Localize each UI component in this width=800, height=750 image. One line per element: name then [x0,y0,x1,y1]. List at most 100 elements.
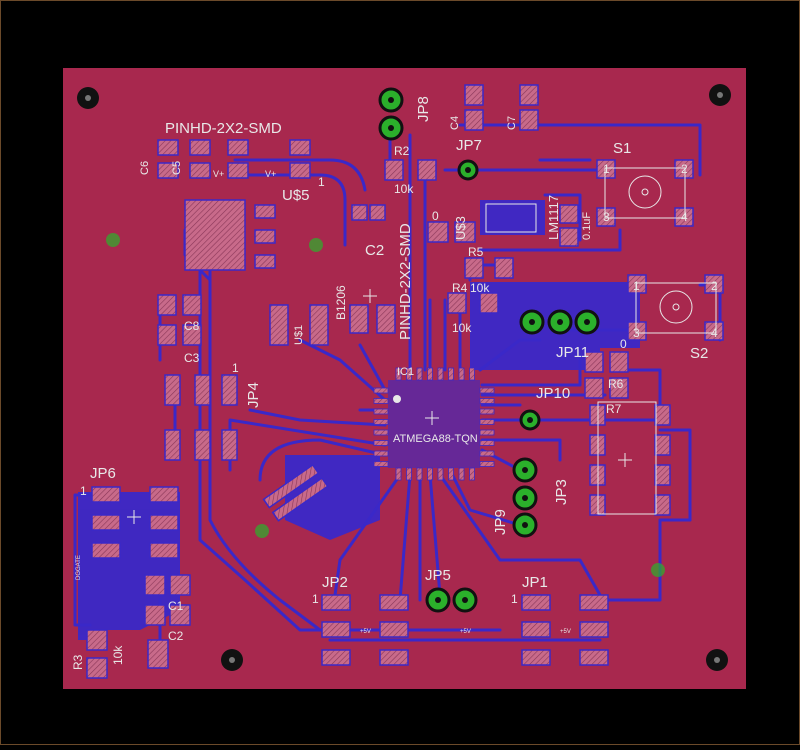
trace [258,438,387,482]
smd-pad [464,109,484,131]
smd-pad [454,221,476,243]
ic1-pin [479,461,495,467]
via [255,524,269,538]
trace [428,473,442,597]
trace [243,173,347,247]
label-u1: U$1 [293,325,305,345]
ic1-pin [427,467,433,481]
smd-pad [674,207,694,227]
trace [478,338,542,372]
ic1-pin [448,467,454,481]
smd-pad [164,429,181,461]
ic1-pin [395,467,402,481]
label-dgate: DGGATE [76,555,82,580]
label-s1-p2: 2 [681,162,688,176]
switch-s1-outline [604,167,686,219]
trace [448,468,522,527]
ic1-pin [406,367,412,381]
label-c7: C7 [506,116,518,130]
ic1-pin [373,429,389,436]
label-jp8: JP8 [415,96,432,122]
smd-pad [579,649,609,666]
smd-pad [609,351,629,373]
ic1-pin [469,467,475,481]
ic1-pin [373,461,389,467]
smd-pad [227,162,249,179]
smd-pad [182,294,202,316]
th-hole [388,97,394,103]
label-s2-p4: 4 [711,326,718,340]
ic1-pin [458,467,465,481]
smd-pad [194,374,211,406]
th-hole [462,597,468,603]
ic1-pin [437,367,444,381]
th-hole-group [388,97,590,603]
smd-pad [147,639,169,669]
smd-pad [164,374,181,406]
ic1-pin [373,440,389,446]
trace [73,493,102,627]
smd-pad [221,374,238,406]
label-u3-0: 0 [432,209,439,223]
mounting-hole [229,657,235,663]
label-ic1: IC1 [397,366,414,378]
trace [208,258,322,632]
smd-pad [674,159,694,179]
label-u3: U$3 [453,216,468,240]
smd-pad [289,139,311,156]
via [309,238,323,252]
th-hole [522,467,528,473]
smd-pad [596,207,616,227]
smd-pad [254,254,276,269]
pinhd-outline [485,203,537,233]
via [106,233,120,247]
label-jp11: JP11 [556,344,589,361]
smd-pad [559,204,579,224]
label-r4-val2: 10k [452,321,472,335]
ic1-pin [373,398,389,404]
smd-pad [521,649,551,666]
label-u5: U$5 [282,187,310,204]
smd-pad [376,304,396,334]
smd-pad [479,292,499,314]
th-hole [584,319,590,325]
ic1-pin1-marker [393,395,401,403]
smd-pad [271,477,329,522]
smd-pad [384,159,404,181]
via [651,563,665,577]
trace [598,518,692,602]
smd-pad [221,429,238,461]
trace [543,193,582,242]
label-jp2: JP2 [322,574,348,591]
ic1-pin [373,387,389,394]
switch-s1-knob-inner [641,188,649,196]
smd-pad [182,324,202,346]
smd-pad [654,434,671,456]
smd-pad [417,159,437,181]
smd-pad [464,257,484,279]
smd-pad [86,629,108,651]
smd-pad [149,514,179,531]
smd-pad [157,139,179,156]
smd-pad [609,377,629,399]
label-r2: R2 [394,144,410,158]
smd-pad [321,649,351,666]
label-r2-val: 10k [394,182,414,196]
smd-pad [149,486,179,503]
smd-pad [169,604,191,626]
label-s2: S2 [690,345,708,362]
label-s2-pin0: 0 [620,337,627,351]
label-r6: R6 [608,377,624,391]
trace [298,338,387,402]
ic1-pin [479,408,495,415]
th-hole [557,319,563,325]
th-hole [465,167,471,173]
smd-pad [91,542,121,559]
label-jp2-pin: 1 [312,592,319,606]
smd-pad [189,139,211,156]
smd-pad [584,351,604,373]
smd-pad [427,221,449,243]
smd-pad [254,229,276,244]
ic1-pin [448,367,454,381]
